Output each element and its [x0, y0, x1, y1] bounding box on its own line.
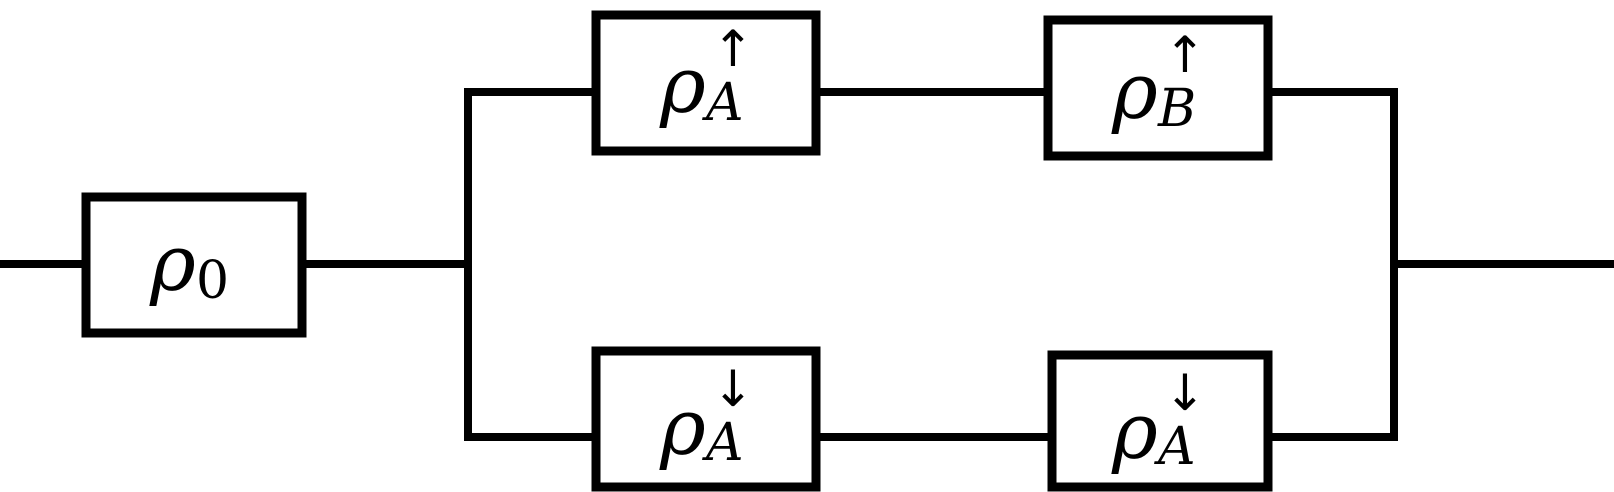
- input-block-base: ρ: [149, 219, 196, 309]
- upper-block-a-frame: [591, 10, 821, 156]
- upper-block-b-frame: [1043, 15, 1273, 161]
- lower-block-b-subscript: A: [1154, 417, 1196, 477]
- upper-block-a-superscript-arrow: ↑: [712, 20, 754, 78]
- lower-block-a-superscript-arrow: ↓: [712, 360, 754, 418]
- input-block-subscript: 0: [196, 251, 229, 311]
- upper-block-b: ρ ↑ B: [1043, 15, 1273, 161]
- lower-block-a-subscript: A: [702, 413, 744, 473]
- lower-block-b: ρ ↓ A: [1047, 350, 1273, 492]
- wires: [0, 88, 1614, 441]
- lower-block-a-base: ρ: [659, 383, 706, 473]
- upper-block-a: ρ ↑ A: [591, 10, 821, 156]
- lower-block-a-frame: [591, 346, 821, 492]
- upper-block-b-subscript: B: [1157, 79, 1196, 139]
- upper-block-a-base: ρ: [659, 41, 706, 131]
- lower-block-b-superscript-arrow: ↓: [1164, 364, 1206, 422]
- upper-block-b-base: ρ: [1111, 47, 1158, 137]
- input-block: ρ 0: [81, 192, 307, 338]
- lower-block-a: ρ ↓ A: [591, 346, 821, 492]
- lower-block-b-base: ρ: [1111, 387, 1158, 477]
- lower-block-b-frame: [1047, 350, 1273, 492]
- upper-block-a-subscript: A: [702, 73, 744, 133]
- upper-block-b-superscript-arrow: ↑: [1164, 26, 1206, 84]
- input-block-frame: [81, 192, 307, 338]
